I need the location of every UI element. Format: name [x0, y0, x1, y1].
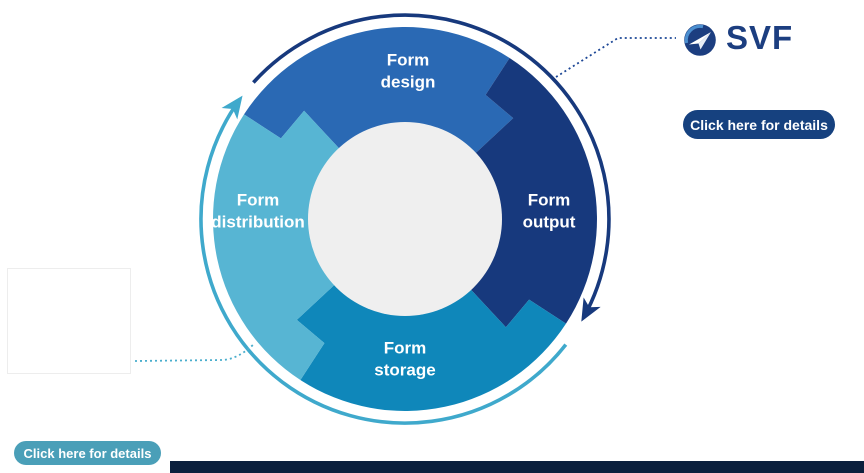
- dotted-line-to-svf: [555, 37, 676, 78]
- outer-arc-light-arrow: [199, 95, 568, 425]
- label-form-storage: Form storage: [374, 338, 436, 380]
- dotted-line-to-molecule: [134, 343, 255, 362]
- molecule-logo-box: [7, 268, 131, 374]
- inner-circle: [308, 122, 502, 316]
- svf-logo-icon-spacer: [680, 20, 718, 56]
- svf-details-button[interactable]: Click here for details: [683, 110, 835, 139]
- svf-logo-icon[interactable]: [684, 24, 716, 56]
- segment-form-storage: [296, 273, 566, 411]
- outer-arc-dark-arrow: [252, 13, 611, 322]
- label-form-design: Form design: [380, 50, 436, 92]
- label-form-distribution: Form distribution: [211, 190, 305, 232]
- svf-logo[interactable]: SVF: [680, 20, 793, 56]
- molecule-details-button[interactable]: Click here for details: [14, 441, 161, 465]
- cycle-segments: [213, 27, 597, 411]
- footer-bar: [170, 461, 864, 473]
- segment-form-design: [244, 27, 514, 165]
- segment-form-distribution: [213, 110, 351, 381]
- segment-form-output: [459, 58, 597, 328]
- label-form-output: Form output: [522, 190, 576, 232]
- svf-logo-text[interactable]: SVF: [726, 19, 794, 56]
